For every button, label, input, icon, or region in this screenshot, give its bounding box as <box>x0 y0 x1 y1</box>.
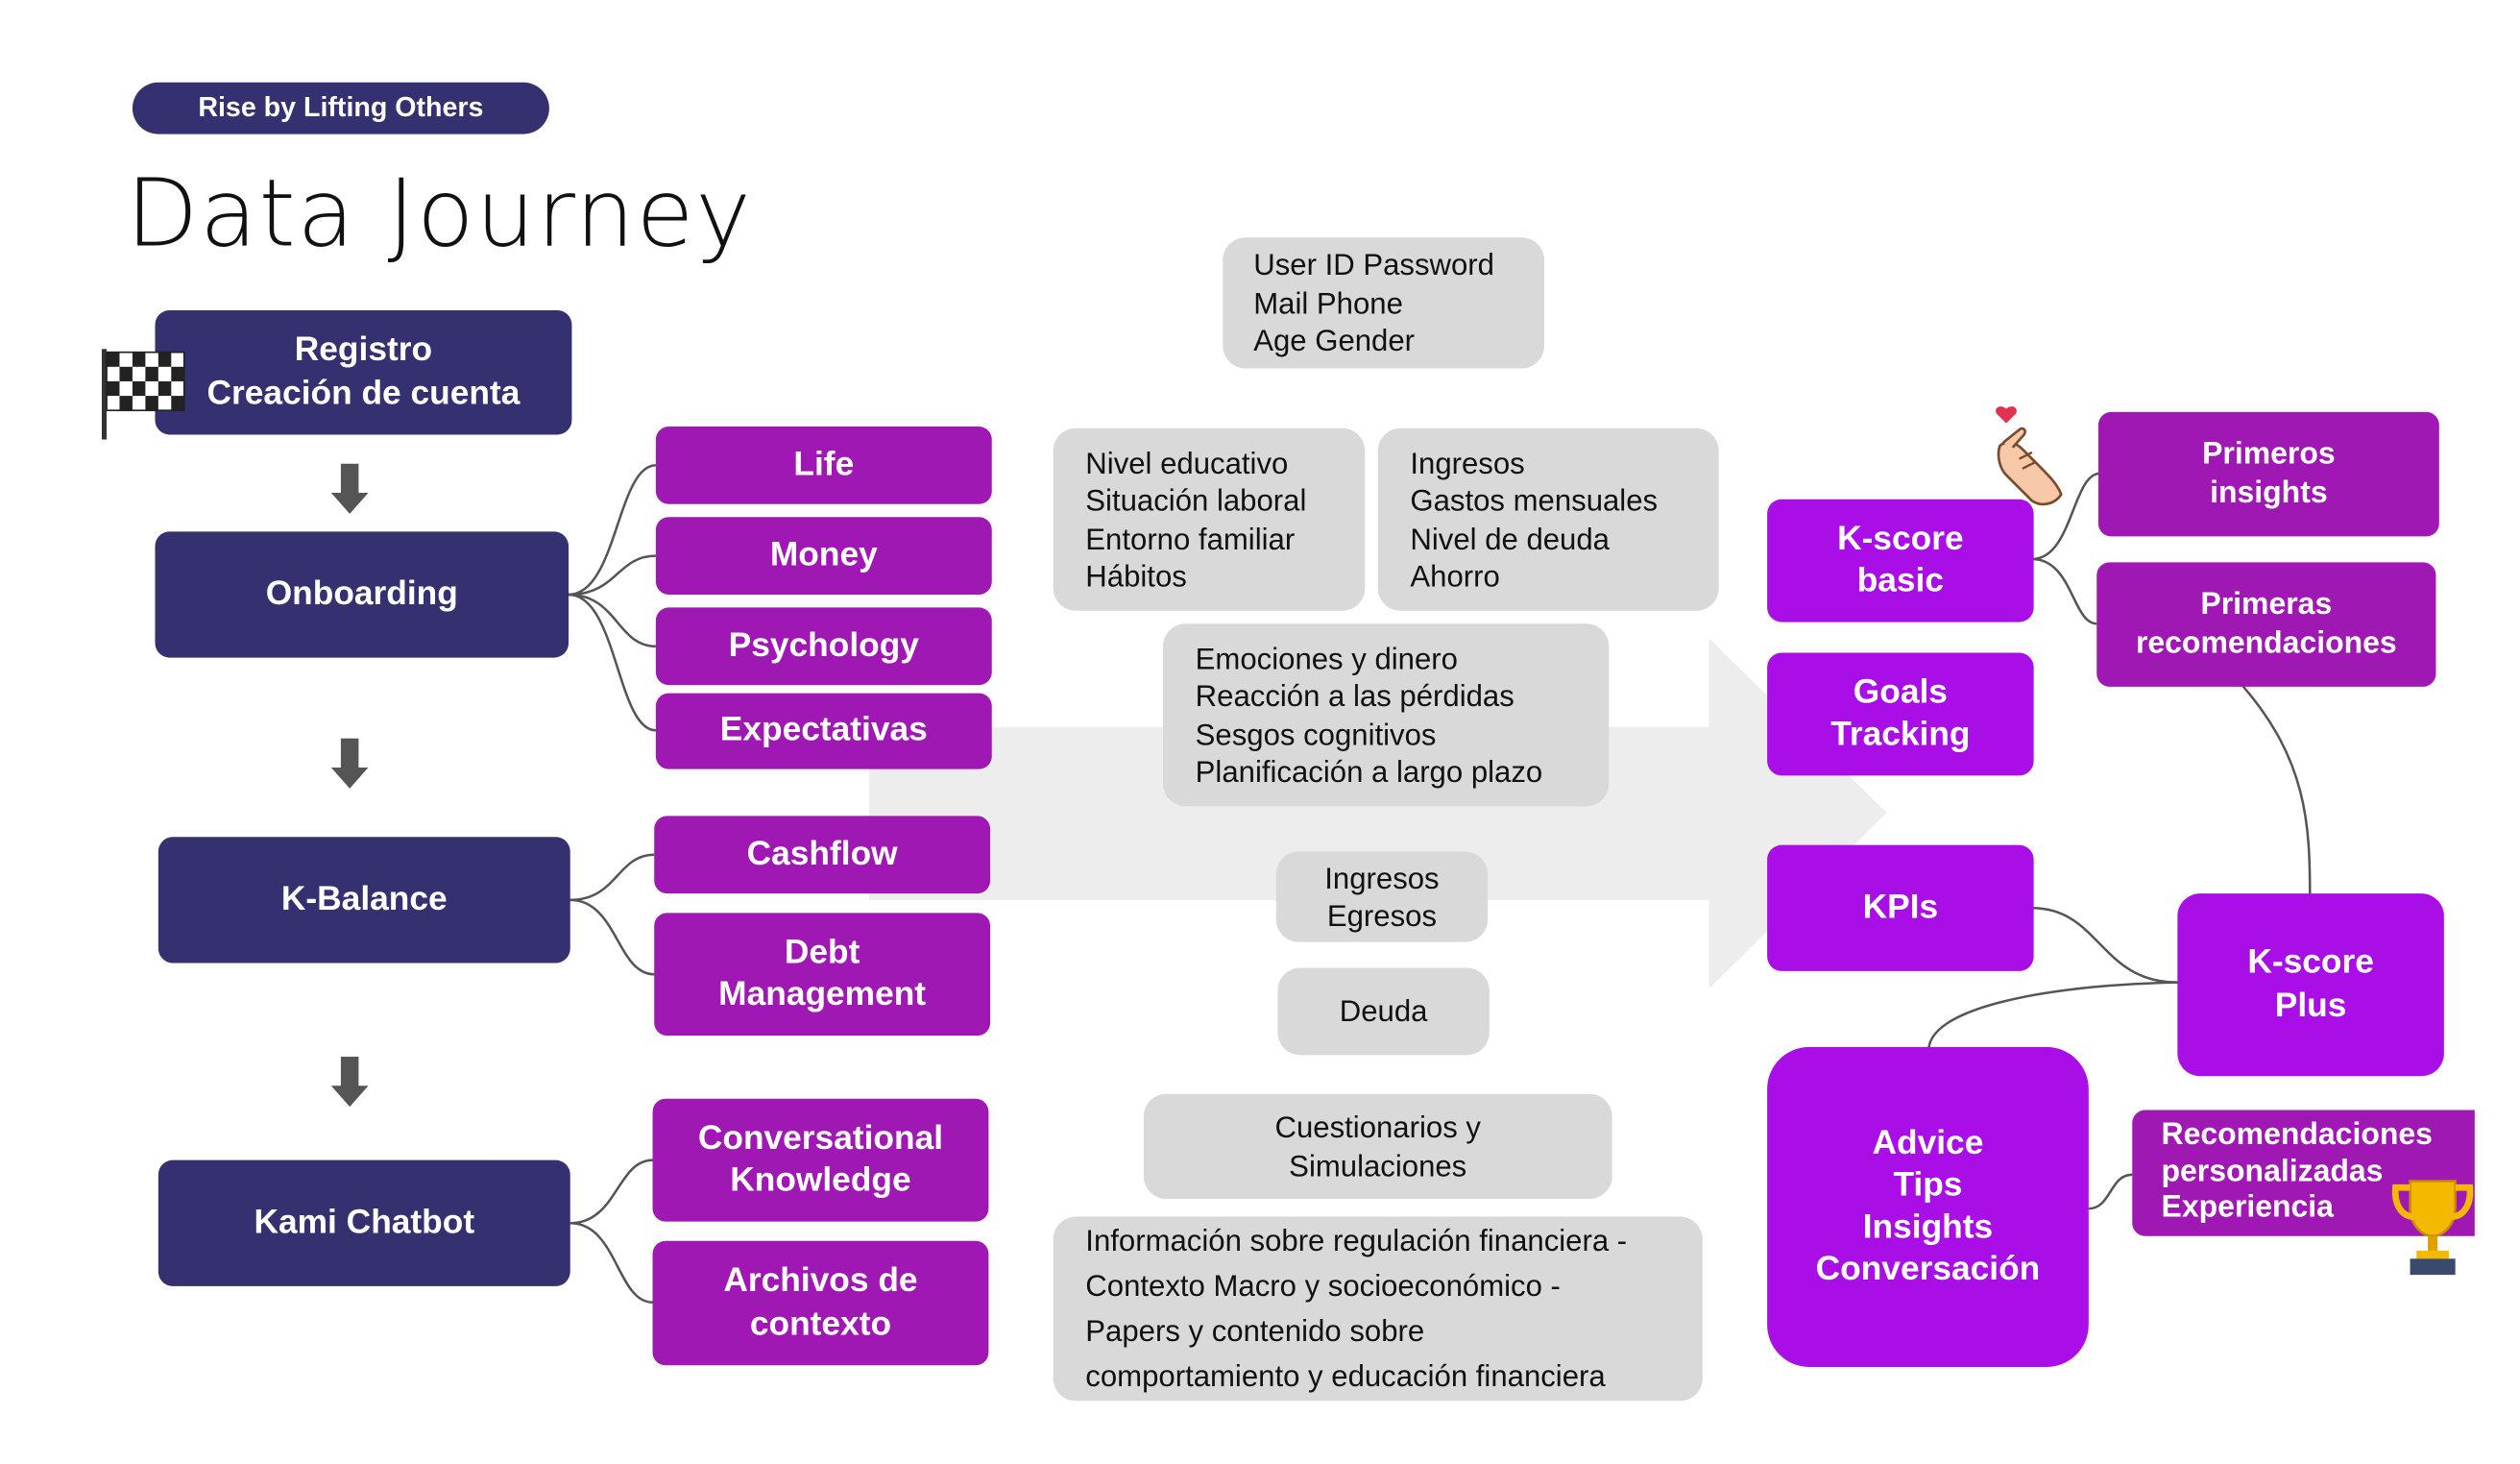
stage-onboarding: Onboarding <box>155 531 569 658</box>
stage-kbalance: K-Balance <box>158 837 570 964</box>
output-kpis: KPIs <box>1767 844 2034 971</box>
connector-kscore-insights <box>2031 472 2100 561</box>
connector-chatbot-conversational <box>569 1159 653 1225</box>
trophy-icon <box>2391 1180 2474 1276</box>
data-life: Nivel educativo Situación laboral Entorn… <box>1053 427 1366 611</box>
connector-kbalance-cashflow <box>569 853 655 902</box>
brand-tag: Rise by Lifting Others <box>132 82 549 134</box>
connector-kpis-plus <box>2031 907 2178 984</box>
data-cuestionarios: Cuestionarios y Simulaciones <box>1143 1093 1612 1200</box>
data-debt: Deuda <box>1277 967 1490 1056</box>
data-psychology: Emociones y dinero Reacción a las pérdid… <box>1163 623 1610 807</box>
result-primeros-insights: Primeros insights <box>2097 411 2439 537</box>
module-psychology: Psychology <box>655 607 992 686</box>
connector-onboarding-expectativas <box>568 593 657 732</box>
connector-onboarding-psychology <box>569 593 656 648</box>
stage-registro: Registro Creación de cuenta <box>155 309 572 435</box>
output-kscore-plus: K-score Plus <box>2177 893 2444 1077</box>
connector-advice-recomendaciones <box>2088 1173 2133 1210</box>
data-money: Ingresos Gastos mensuales Nivel de deuda… <box>1377 427 1719 611</box>
data-informacion: Información sobre regulación financiera … <box>1053 1216 1703 1402</box>
module-conversational-knowledge: Conversational Knowledge <box>652 1098 989 1222</box>
connector-onboarding-life <box>569 464 657 597</box>
page-title: Data Journey <box>126 158 753 269</box>
output-goals-tracking: Goals Tracking <box>1767 652 2034 776</box>
finger-heart-icon <box>1996 406 2063 506</box>
output-advice: Advice Tips Insights Conversación <box>1767 1046 2089 1367</box>
module-money: Money <box>655 517 992 595</box>
module-cashflow: Cashflow <box>654 816 991 894</box>
checkered-flag-icon <box>101 349 185 440</box>
stage-kami-chatbot: Kami Chatbot <box>158 1159 570 1286</box>
output-kscore-basic: K-score basic <box>1767 499 2034 622</box>
connector-onboarding-money <box>569 554 656 597</box>
data-cashflow: Ingresos Egresos <box>1275 851 1489 942</box>
connector-chatbot-archivos <box>569 1222 653 1304</box>
connector-kbalance-debt <box>569 898 655 976</box>
result-recomendaciones-personalizadas: Recomendaciones personalizadas Experienc… <box>2132 1110 2475 1236</box>
data-registro: User ID Password Mail Phone Age Gender <box>1223 237 1544 369</box>
module-debt-management: Debt Management <box>654 913 991 1037</box>
connector-advice-plus <box>1927 981 2178 1051</box>
down-arrow-icon <box>330 463 369 1108</box>
module-archivos-contexto: Archivos de contexto <box>652 1240 989 1366</box>
module-expectativas: Expectativas <box>655 693 992 769</box>
connector-kscore-recomendaciones <box>2031 557 2097 625</box>
flow-arrow <box>868 638 1887 989</box>
result-primeras-recomendaciones: Primeras recomendaciones <box>2096 562 2436 687</box>
module-life: Life <box>655 427 992 504</box>
connector-recomendaciones-plus <box>2241 684 2312 895</box>
